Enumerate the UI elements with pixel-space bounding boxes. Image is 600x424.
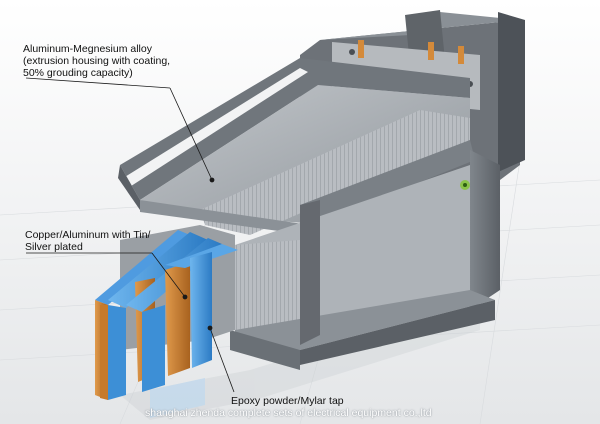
conductor-bar-4 <box>165 244 238 368</box>
leader-line-alloy <box>25 77 171 89</box>
leader-lines <box>25 77 235 393</box>
center-divider <box>300 200 320 345</box>
callout-insulation: Epoxy powder/Mylar tap <box>231 395 344 407</box>
leader-line-conductor-diagonal <box>151 252 186 298</box>
callout-housing-alloy: Aluminum-Megnesium alloy (extrusion hous… <box>23 43 171 79</box>
leader-dot-alloy <box>209 177 215 183</box>
right-side-wall <box>470 150 500 310</box>
watermark: shanghai zhenda complete sets of electri… <box>145 407 432 419</box>
conductor-bar-1 <box>95 230 190 400</box>
leader-dot-conductor <box>182 294 188 300</box>
callout-conductor: Copper/Aluminum with Tin/ Silver plated <box>25 229 151 253</box>
lower-housing <box>230 165 495 370</box>
upper-housing <box>118 58 475 238</box>
leader-dot-insulation <box>207 325 213 331</box>
leader-line-insulation <box>209 327 235 393</box>
leader-line-alloy-diagonal <box>169 87 213 181</box>
